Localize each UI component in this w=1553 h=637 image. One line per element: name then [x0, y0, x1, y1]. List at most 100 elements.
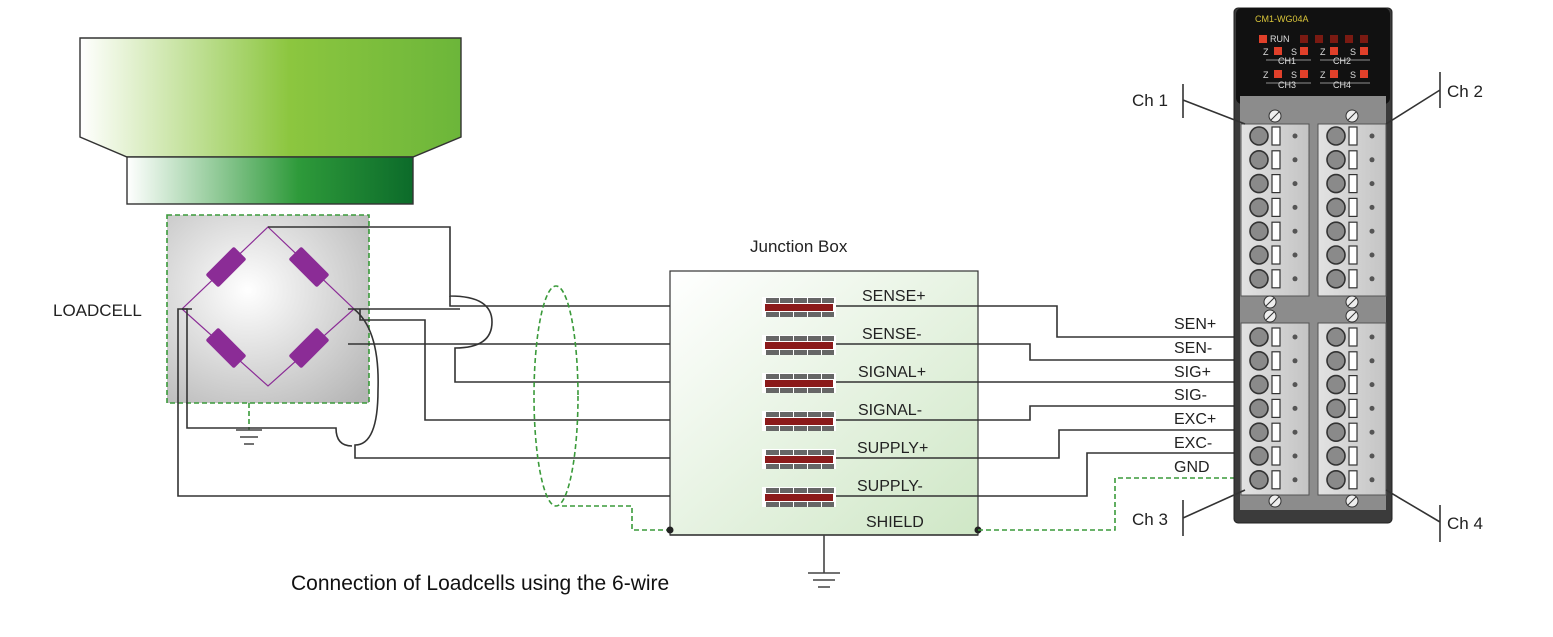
terminal-screw	[1249, 150, 1269, 170]
terminal-slot	[1348, 422, 1358, 442]
terminal-dot	[1292, 252, 1298, 258]
terminal-screw	[1249, 245, 1269, 265]
terminal-screw	[1326, 422, 1346, 443]
terminal-slot	[1271, 174, 1281, 194]
led-ch4-z-label: Z	[1320, 70, 1326, 80]
terminal-slot	[1348, 174, 1358, 194]
terminal-screw	[1249, 350, 1269, 371]
terminal-dot	[1292, 453, 1298, 459]
terminal-dot	[1292, 382, 1298, 388]
terminal-slot	[1348, 398, 1358, 418]
terminal-screw	[1326, 469, 1346, 490]
terminal-screw	[1326, 446, 1346, 466]
terminal-screw	[1249, 173, 1269, 194]
led-ch2-label: CH2	[1333, 56, 1351, 66]
terminal-slot	[1348, 470, 1358, 490]
loadcell	[166, 214, 370, 445]
terminal-screw	[1326, 268, 1346, 289]
terminal-slot	[1271, 197, 1281, 217]
terminal-screw	[1326, 197, 1346, 218]
led-run-label: RUN	[1270, 34, 1290, 44]
terminal-slot	[1271, 470, 1281, 490]
diagram-caption: Connection of Loadcells using the 6-wire	[291, 572, 669, 595]
pin-label-gnd: GND	[1174, 459, 1210, 476]
terminal-screw	[1249, 398, 1269, 419]
led-ch1-label: CH1	[1278, 56, 1296, 66]
terminal-slot	[1271, 446, 1281, 466]
terminal-dot	[1369, 133, 1375, 139]
terminal-dot	[1292, 157, 1298, 163]
led-ch3-z-label: Z	[1263, 70, 1269, 80]
terminal-dot	[1369, 334, 1375, 340]
jb-label-shield: SHIELD	[866, 514, 924, 531]
terminal-slot	[1348, 126, 1358, 146]
pin-label-exc-plus: EXC+	[1174, 411, 1216, 428]
terminal-dot	[1369, 358, 1375, 364]
terminal-slot	[1271, 150, 1281, 170]
led-ch2-s-label: S	[1350, 47, 1356, 57]
led-panel	[1259, 35, 1370, 84]
module-terminal-screws	[1249, 126, 1375, 490]
ch1-label: Ch 1	[1132, 91, 1168, 110]
terminal-screw	[1249, 469, 1269, 490]
terminal-dot	[1369, 429, 1375, 435]
terminal-screw	[1249, 422, 1269, 443]
pin-label-sig-plus: SIG+	[1174, 364, 1211, 381]
terminal-dot	[1292, 429, 1298, 435]
terminal-dot	[1369, 252, 1375, 258]
terminal-slot	[1348, 446, 1358, 466]
terminal-slot	[1348, 327, 1358, 347]
terminal-slot	[1271, 245, 1281, 265]
terminal-dot	[1292, 358, 1298, 364]
terminal-screw	[1249, 126, 1269, 146]
pin-label-sen-minus: SEN-	[1174, 340, 1212, 357]
terminal-dot	[1369, 181, 1375, 187]
terminal-dot	[1369, 477, 1375, 483]
pin-label-exc-minus: EXC-	[1174, 435, 1212, 452]
terminal-slot	[1271, 375, 1281, 395]
terminal-dot	[1292, 334, 1298, 340]
junction-box-title: Junction Box	[750, 237, 848, 256]
led-ch2-z-label: Z	[1320, 47, 1326, 57]
jb-label-supply-minus: SUPPLY-	[857, 478, 923, 495]
ch2-label: Ch 2	[1447, 82, 1483, 101]
terminal-slot	[1348, 197, 1358, 217]
terminal-slot	[1348, 269, 1358, 289]
ch4-label: Ch 4	[1447, 514, 1483, 533]
scale-platform	[79, 37, 462, 205]
terminal-slot	[1271, 327, 1281, 347]
terminal-slot	[1271, 126, 1281, 146]
terminal-dot	[1369, 276, 1375, 282]
module-name: CM1-WG04A	[1255, 14, 1309, 24]
terminal-screw	[1326, 245, 1346, 265]
terminal-slot	[1271, 351, 1281, 371]
led-ch3-s-label: S	[1291, 70, 1297, 80]
module-cm1-wg04a	[1233, 7, 1393, 524]
terminal-screw	[1326, 398, 1346, 419]
terminal-screw	[1326, 173, 1346, 194]
jb-label-supply-plus: SUPPLY+	[857, 440, 928, 457]
terminal-screw	[1326, 221, 1346, 241]
terminal-dot	[1292, 181, 1298, 187]
jb-label-sense-minus: SENSE-	[862, 326, 922, 343]
terminal-dot	[1292, 477, 1298, 483]
module-wires	[836, 305, 1245, 531]
pin-label-sig-minus: SIG-	[1174, 387, 1207, 404]
terminal-dot	[1292, 204, 1298, 210]
led-ch1-z-label: Z	[1263, 47, 1269, 57]
terminal-dot	[1369, 204, 1375, 210]
terminal-screw	[1326, 150, 1346, 170]
ch3-label: Ch 3	[1132, 510, 1168, 529]
terminal-dot	[1292, 276, 1298, 282]
terminal-screw	[1326, 327, 1346, 347]
terminal-screw	[1326, 350, 1346, 371]
led-ch4-label: CH4	[1333, 80, 1351, 90]
led-ch4-s-label: S	[1350, 70, 1356, 80]
jb-label-sense-plus: SENSE+	[862, 288, 926, 305]
terminal-dot	[1369, 453, 1375, 459]
terminal-dot	[1369, 157, 1375, 163]
terminal-slot	[1271, 422, 1281, 442]
terminal-screw	[1249, 327, 1269, 347]
terminal-screw	[1249, 268, 1269, 289]
